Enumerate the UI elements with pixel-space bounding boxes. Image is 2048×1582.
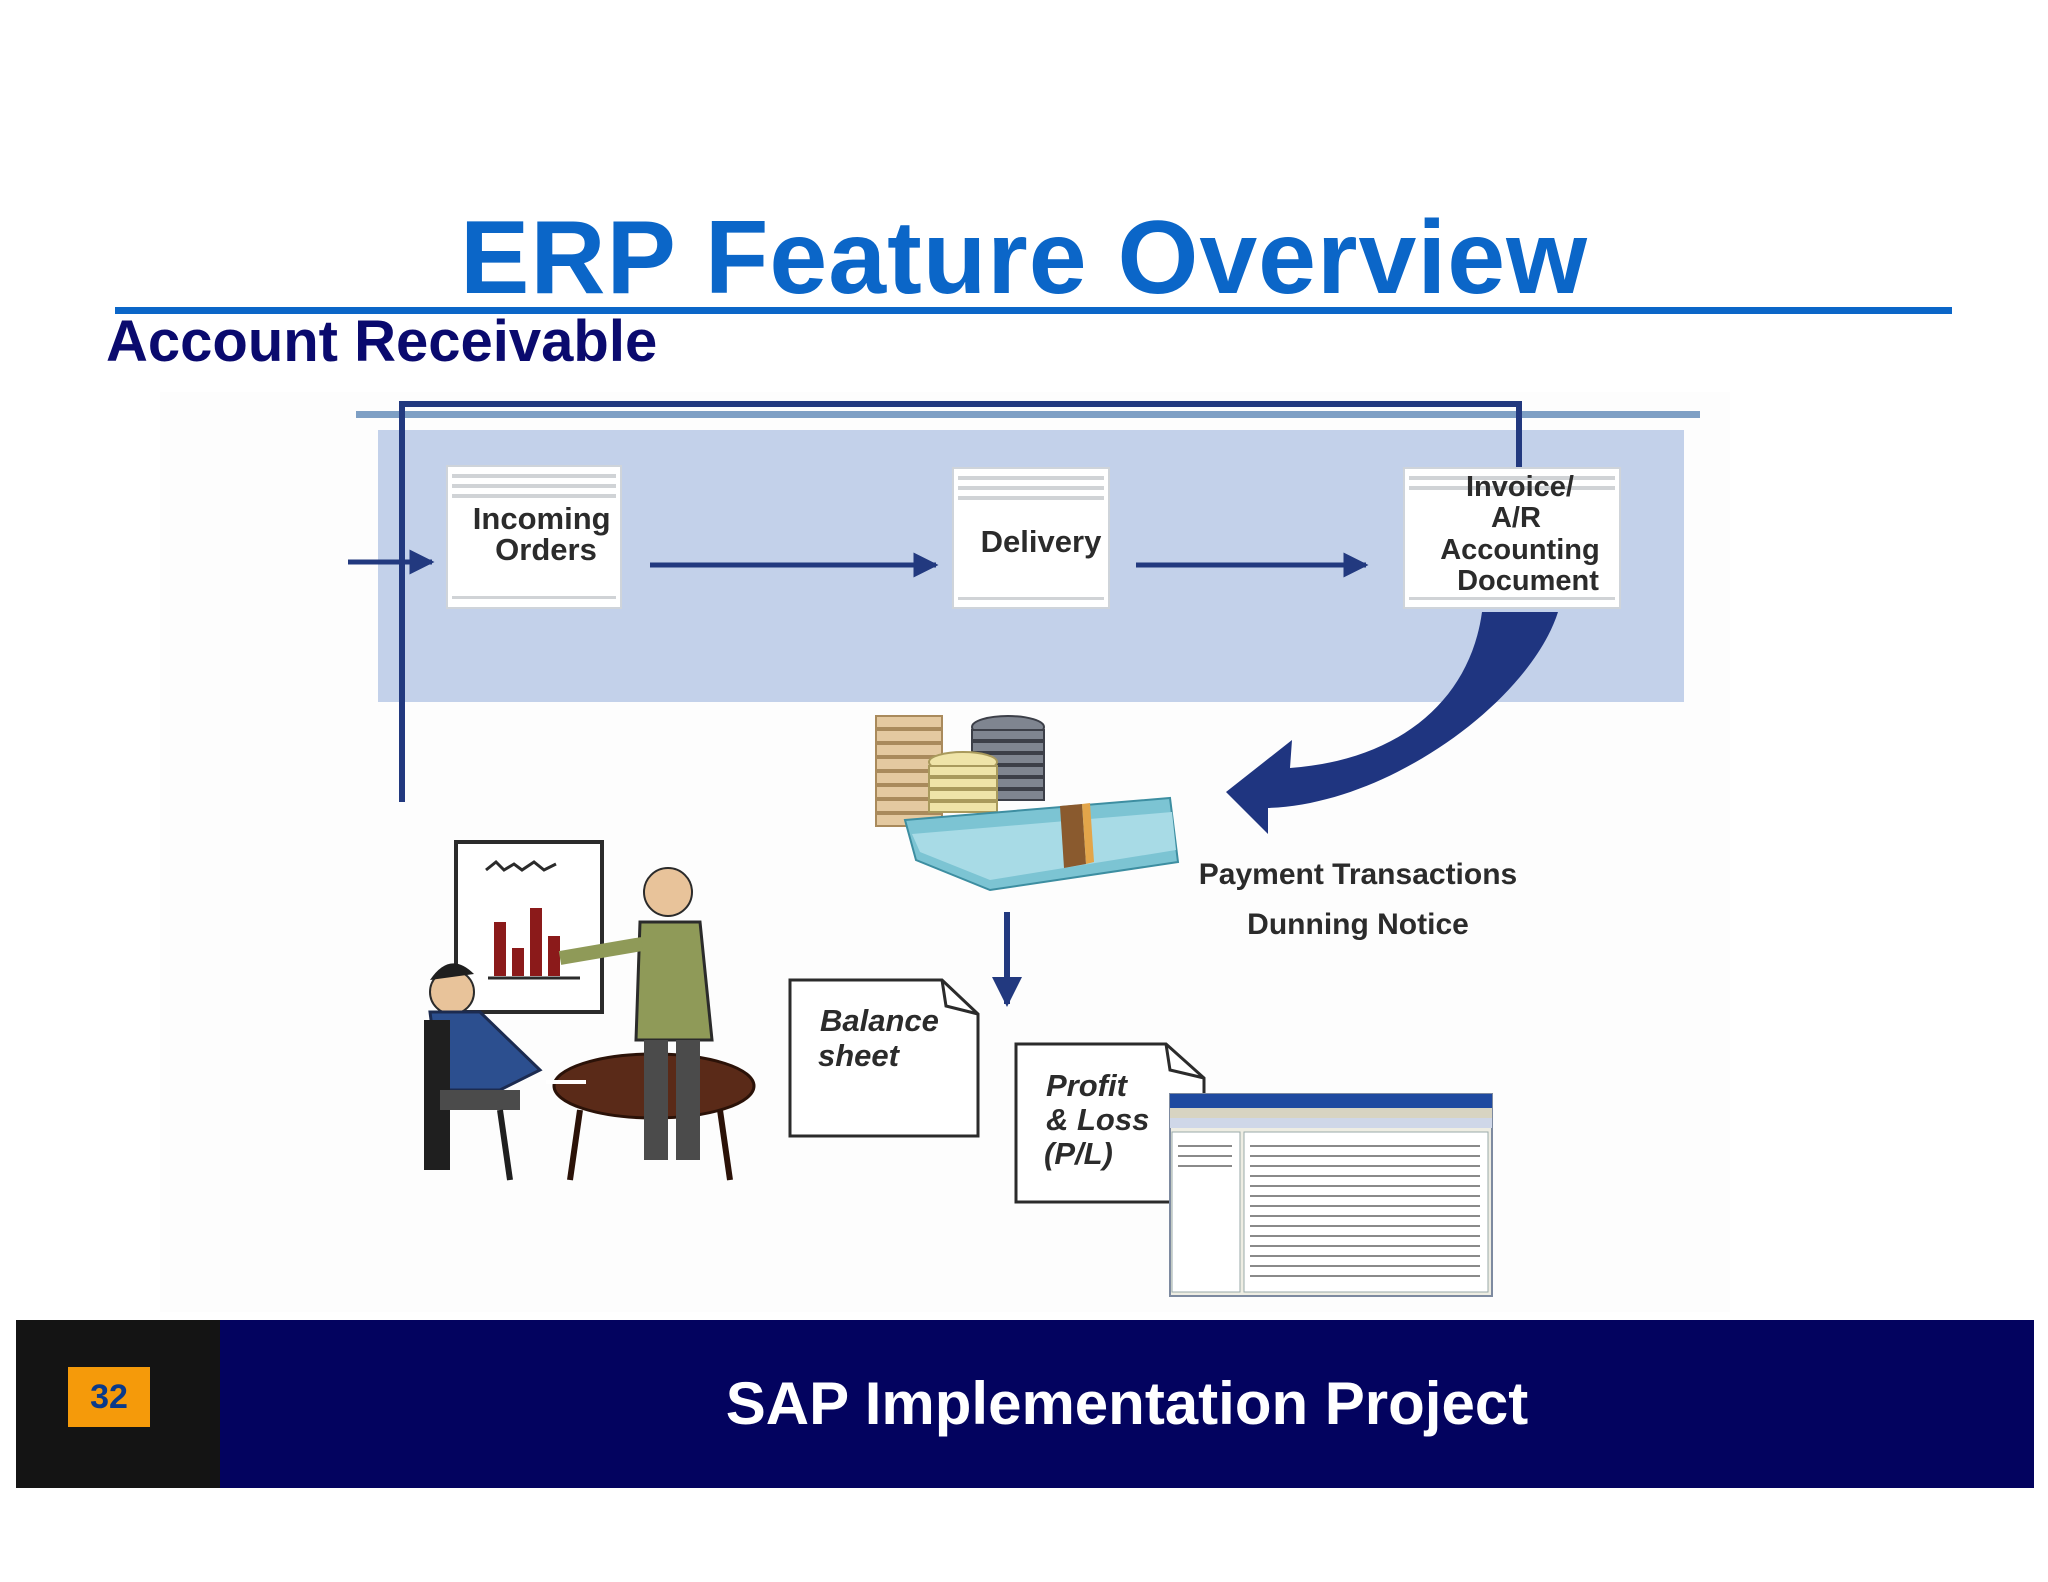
invoice-line-4: Document [1457,565,1599,597]
incoming-orders-line-1: Incoming [473,501,611,536]
slide-subtitle: Account Receivable [106,309,658,374]
invoice-document: Invoice/ A/R Accounting Document [1403,467,1621,609]
dunning-notice-label: Dunning Notice [1247,908,1469,941]
balance-sheet-label: Balance sheet [818,1003,948,1073]
balance-sheet-line-2: sheet [818,1038,901,1073]
invoice-line-3: Accounting [1440,534,1600,566]
report-screenshot-thumbnail [1169,1093,1493,1297]
feedback-loop-line [399,401,1522,802]
slide-title: ERP Feature Overview [460,200,1588,316]
invoice-label: Invoice/ A/R Accounting Document [1440,471,1608,597]
payment-transactions-label: Payment Transactions [1199,858,1517,891]
balance-sheet-note: Balance sheet [788,978,980,1138]
page-number-badge: 32 [68,1367,150,1427]
title-underline [115,307,1952,314]
profit-loss-line-2: & Loss [1046,1102,1149,1137]
incoming-orders-label: Incoming Orders [473,501,619,567]
incoming-orders-document: Incoming Orders [446,465,622,609]
incoming-orders-line-2: Orders [495,532,597,567]
footer-bar [16,1320,2034,1488]
invoice-line-1: Invoice/ [1466,471,1574,503]
profit-loss-label: Profit & Loss (P/L) [1044,1068,1158,1171]
profit-loss-line-3: (P/L) [1044,1136,1113,1171]
presentation-illustration [424,840,756,1181]
band-top-rule [356,411,1700,418]
delivery-document: Delivery [952,467,1110,609]
curved-return-arrow [1226,612,1558,834]
delivery-label: Delivery [981,524,1102,559]
footer-title: SAP Implementation Project [725,1370,1529,1437]
money-illustration [875,715,1180,892]
profit-loss-line-1: Profit [1046,1068,1129,1103]
invoice-line-2: A/R [1491,502,1541,534]
balance-sheet-line-1: Balance [820,1003,939,1038]
